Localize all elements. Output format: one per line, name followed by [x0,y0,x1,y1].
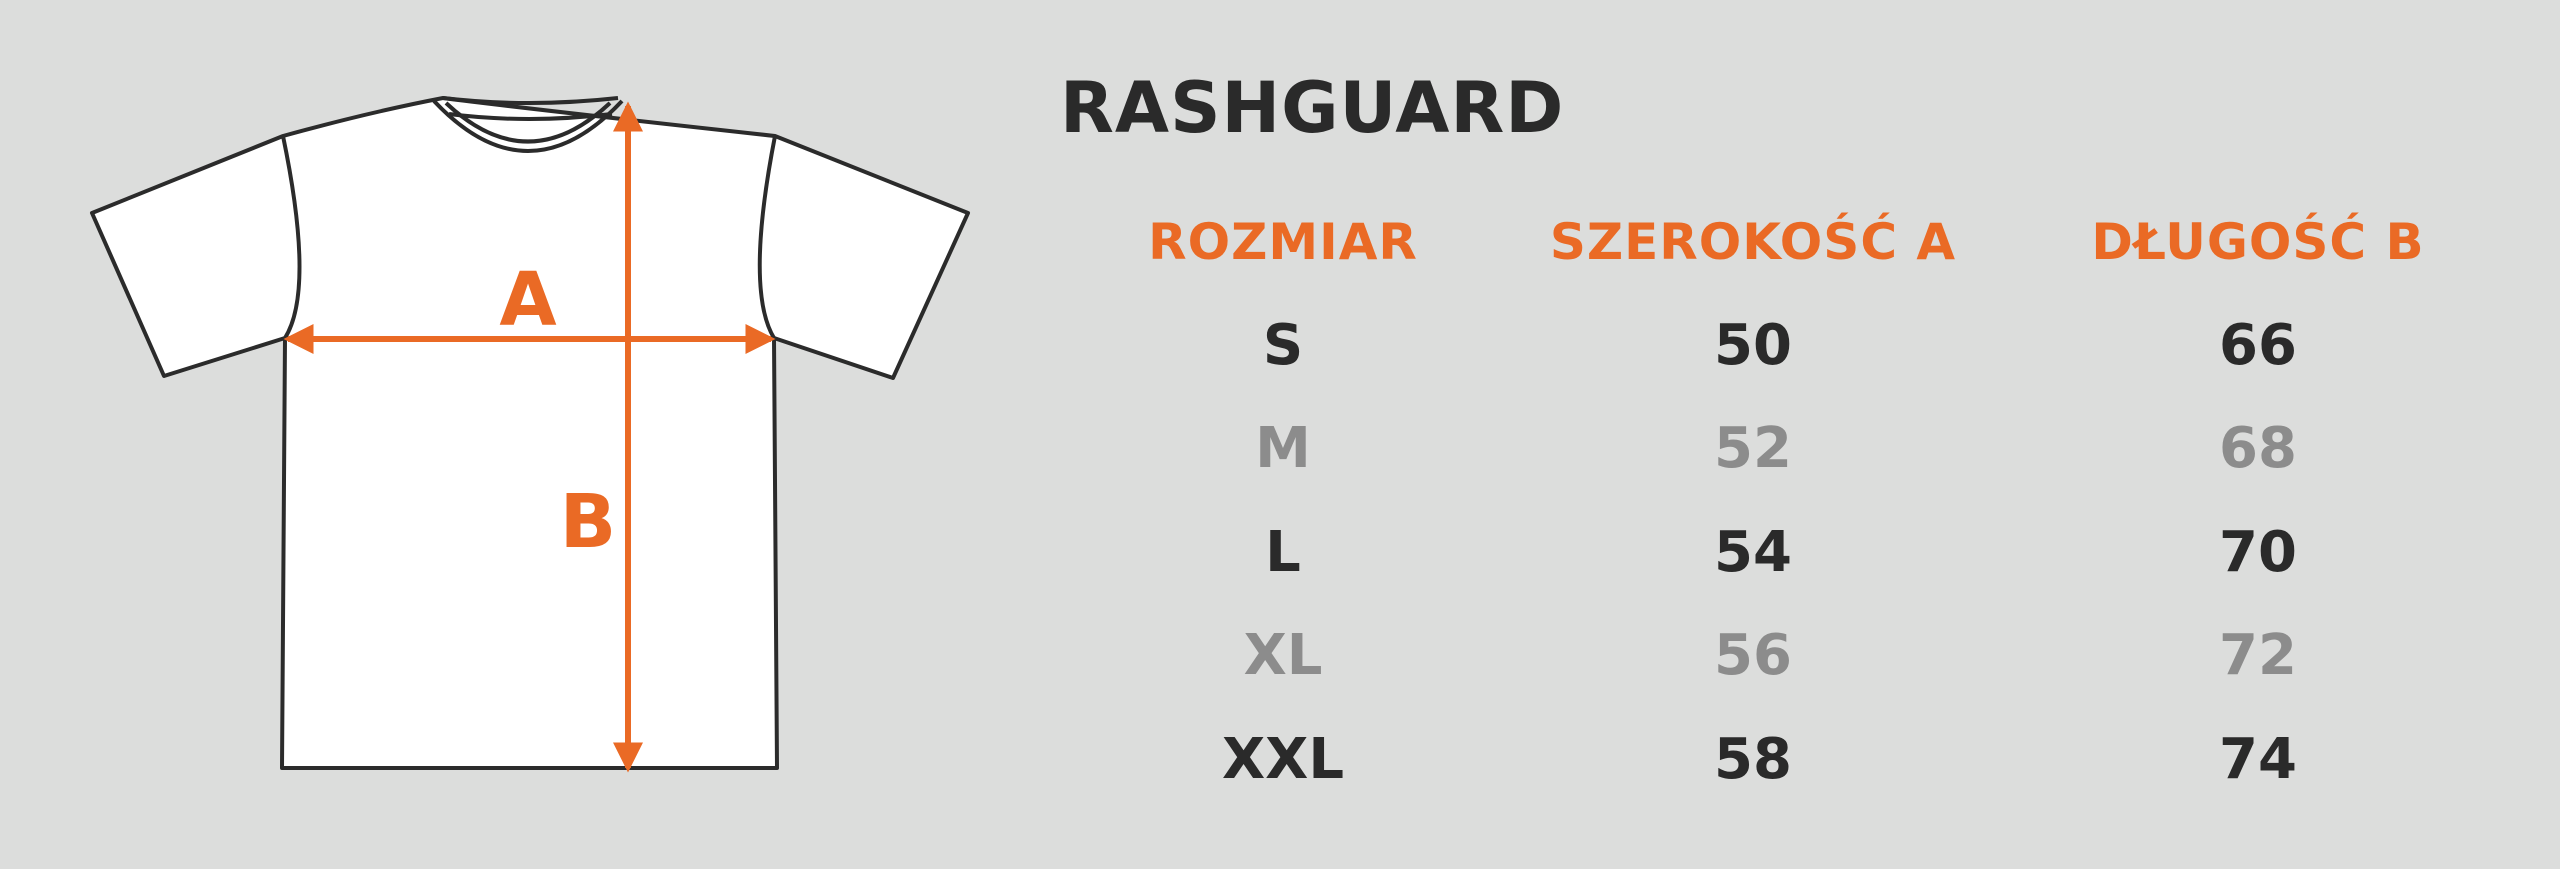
table-row: M 52 68 [1108,397,2468,501]
width-cell: 52 [1714,416,1792,482]
header-width-a: SZEROKOŚĆ A [1549,212,1957,271]
size-cell: M [1255,416,1311,482]
product-title: RASHGUARD [1060,67,1565,149]
width-cell: 54 [1714,519,1792,585]
length-cell: 70 [2219,519,2297,585]
size-cell: XL [1243,623,1323,689]
length-cell: 68 [2219,416,2297,482]
tshirt-diagram: A B [90,96,970,773]
size-table: ROZMIAR SZEROKOŚĆ A DŁUGOŚĆ B S 50 66 M … [1108,190,2468,811]
length-cell: 74 [2219,726,2297,792]
length-cell: 72 [2219,623,2297,689]
table-header-row: ROZMIAR SZEROKOŚĆ A DŁUGOŚĆ B [1108,190,2468,294]
label-a: A [499,257,556,343]
width-cell: 50 [1714,312,1792,378]
header-length-b: DŁUGOŚĆ B [2091,212,2425,271]
table-row: S 50 66 [1108,294,2468,398]
label-b: B [560,479,616,565]
size-cell: S [1262,312,1304,378]
size-cell: XXL [1221,726,1345,792]
tshirt-collar [432,96,624,153]
table-row: L 54 70 [1108,501,2468,605]
width-cell: 56 [1714,623,1792,689]
table-row: XXL 58 74 [1108,708,2468,812]
header-size: ROZMIAR [1148,212,1418,271]
length-cell: 66 [2219,312,2297,378]
size-cell: L [1265,519,1301,585]
table-row: XL 56 72 [1108,604,2468,708]
tshirt-outline [90,96,970,770]
width-cell: 58 [1714,726,1792,792]
